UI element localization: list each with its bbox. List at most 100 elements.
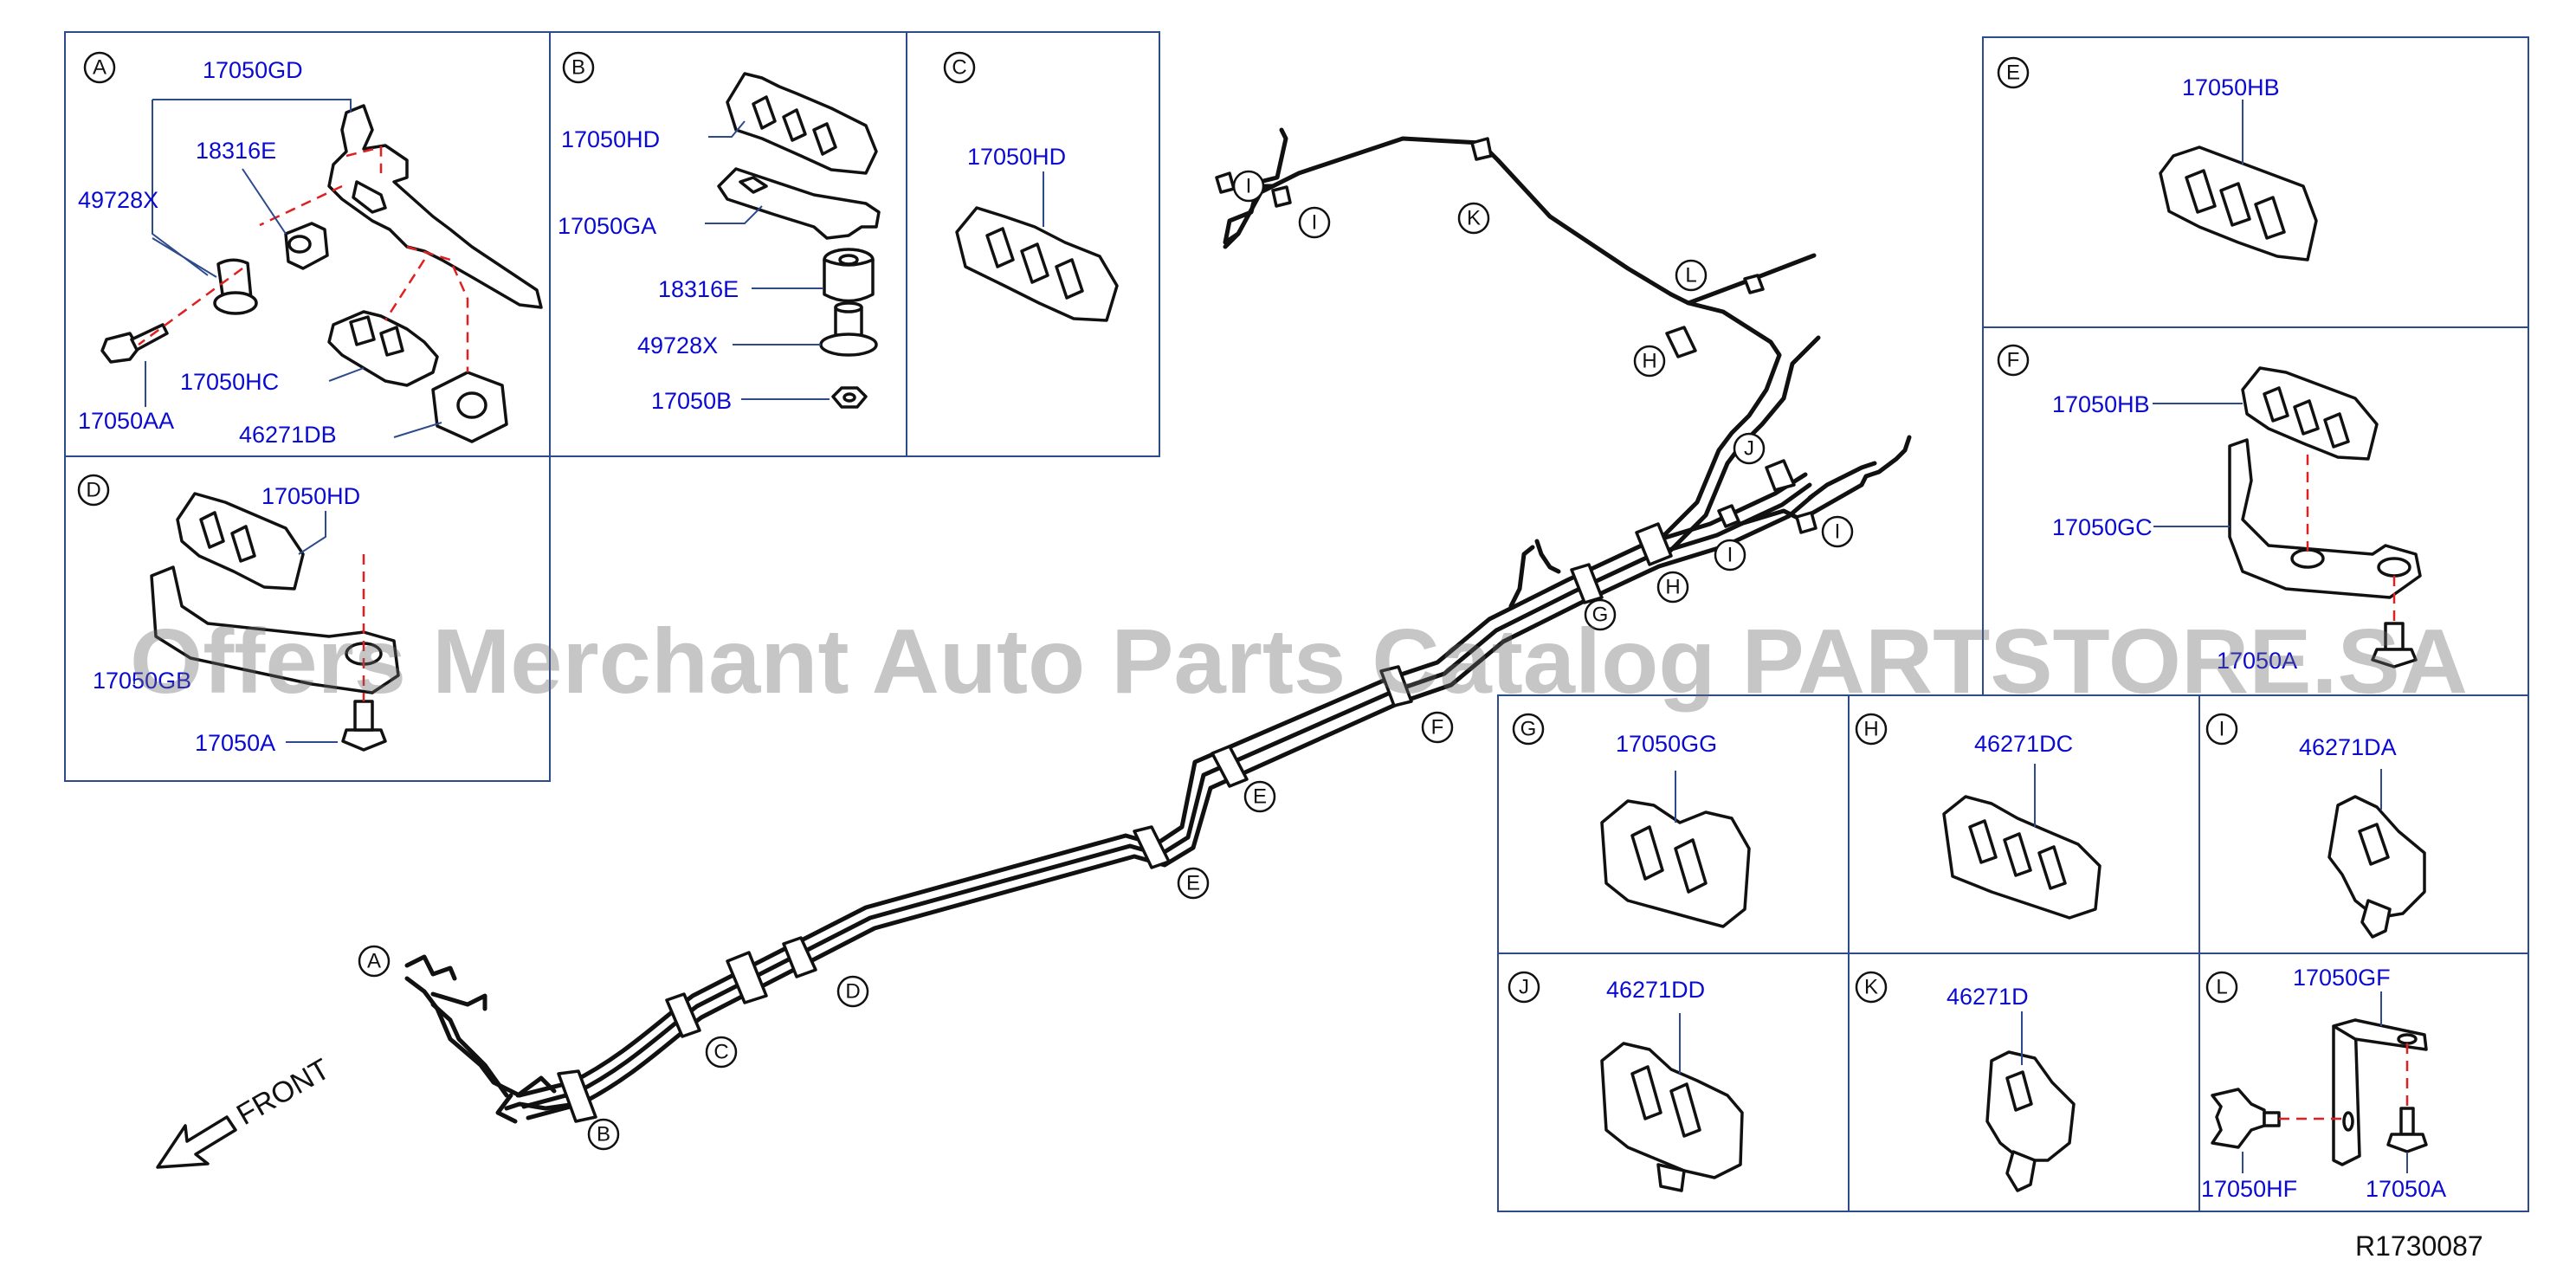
svg-text:L: L [1685,264,1696,287]
svg-text:I: I [2219,718,2225,741]
panel-C: 17050HD [955,144,1119,322]
panel-E: 17050HB [2159,74,2318,262]
pipe-clip-h [1635,522,1673,566]
collar-flange [213,291,258,315]
panel-F-badge: F [1997,344,2030,377]
part-label-17050hd: 17050HD [967,144,1066,170]
part-label-17050a: 17050A [2366,1176,2446,1202]
clip-17050hd-slot [782,108,807,142]
part-label-49728x: 49728X [637,333,718,358]
svg-text:I: I [1835,520,1841,544]
svg-text:G: G [1520,718,1537,741]
clip-17050hb-slot [2219,182,2251,227]
part-label-17050gf: 17050GF [2293,965,2391,991]
pipe-clip-e2 [1211,745,1249,788]
pipe-clip-f [1379,665,1413,707]
bracket-17050gf-vertical [2332,1018,2361,1166]
panel-B: 17050HD 17050GA 18316E 49728X 17050B [558,72,881,414]
grommet-hole [287,235,312,254]
bracket-17050gd [327,104,543,309]
panel-L-frame [2198,952,2529,1212]
svg-text:A: A [93,56,107,80]
callout-F: F [1421,711,1454,744]
bracket-17050gc [2228,438,2422,599]
front-arrow-icon [156,1115,237,1169]
callout-I-2: I [1298,206,1331,239]
diagram-reference: R1730087 [2355,1230,2483,1262]
clip-46271dd-pin [1656,1163,1686,1192]
part-label-49728x: 49728X [78,187,158,213]
svg-text:E: E [2006,61,2020,85]
bolt-17050aa-shank [130,323,169,352]
callout-I-4: I [1821,515,1854,548]
pipe-clip-k [1470,137,1493,161]
part-label-18316e: 18316E [196,138,276,164]
svg-text:C: C [713,1041,728,1064]
bolt-17050a-head [2386,1133,2428,1153]
clip-17050hb-slot [2263,386,2289,423]
part-label-46271d: 46271D [1947,984,2029,1010]
part-label-17050hd: 17050HD [261,483,360,509]
svg-text:F: F [1431,716,1444,739]
panel-J: 46271DD [1600,977,1744,1192]
clip-46271d-slot [2005,1070,2033,1112]
callout-E-2: E [1243,780,1276,813]
clip-17050gg-slot [1674,838,1708,894]
clip-17050hb-slot [2293,399,2320,436]
panel-badges: A B C D E F G H I J K L [77,51,2238,1004]
part-label-17050b: 17050B [651,388,732,414]
part-label-46271db: 46271DB [239,422,337,448]
bolt-17050a-head [341,728,387,752]
panel-G: 17050GG [1600,731,1751,928]
panel-H-badge: H [1855,713,1888,746]
pipe-clips [557,137,1817,1123]
svg-text:K: K [1467,207,1481,230]
bracket-hole [352,180,387,214]
clip-46271da-pin [2360,899,2392,939]
panel-L-badge: L [2205,971,2238,1004]
panel-K-badge: K [1855,971,1888,1004]
panel-frames [64,31,2529,1212]
panel-I: 46271DA [2299,734,2426,939]
callout-H: H [1633,345,1666,378]
clip-46271dc-slot [2003,832,2032,877]
svg-text:F: F [2007,349,2020,372]
bolt-17050aa-head [100,332,140,364]
callout-I: I [1232,170,1265,203]
clip-17050hd-slot [1020,242,1049,284]
panel-C-frame [906,31,1160,457]
clip-46271da-slot [2358,823,2390,866]
part-label-46271dd: 46271DD [1606,977,1705,1003]
clip-46271db-hole [456,391,487,419]
svg-text:H: H [1642,350,1656,373]
clip-17050hd-slot [230,525,256,563]
clip-17050hd-slot [985,227,1015,268]
watermark: Offers Merchant Auto Parts Catalog PARTS… [130,610,2468,713]
svg-text:K: K [1864,976,1878,999]
pipe-clip-h2 [1665,326,1697,358]
pipe-clip-g [1570,563,1604,604]
bracket-17050gf-hole [2342,1111,2354,1132]
main-callouts: A B C D E E F G H H I I I I J K L [358,170,1854,1151]
clip-46271dd-slot [1669,1082,1701,1138]
svg-text:D: D [845,980,860,1004]
svg-text:B: B [571,56,585,80]
panel-J-badge: J [1508,971,1540,1004]
svg-text:G: G [1592,604,1609,627]
callout-E: E [1177,867,1210,900]
panel-H: 46271DC [1942,731,2101,920]
part-label-18316e: 18316E [658,276,739,302]
panel-I-badge: I [2205,713,2238,746]
clip-17050hb-slot [2185,169,2217,214]
svg-text:I: I [1246,175,1252,198]
part-label-46271dc: 46271DC [1974,731,2073,757]
clip-46271dc-slot [1968,819,1998,864]
pipe-clip-b [557,1069,597,1123]
svg-text:J: J [1519,976,1529,999]
callout-C: C [705,1036,738,1069]
bracket-17050gb [150,565,400,694]
clip-46271dd [1600,1042,1744,1179]
pipe-clip-l [1743,274,1765,294]
pipe-clip-j [1765,459,1796,492]
clip-17050hd-slot [812,122,837,156]
